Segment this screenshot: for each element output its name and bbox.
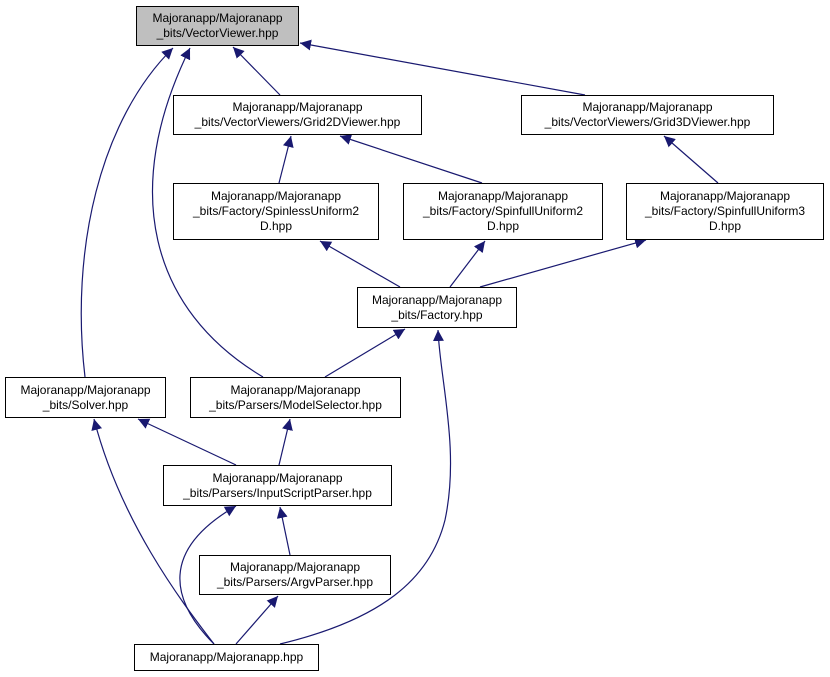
node-label-line: D.hpp [259, 219, 293, 233]
node-label-line: Majoranapp/Majoranapp [229, 560, 361, 574]
edge-majoranapp-to-argvparser [235, 595, 279, 645]
node-input-script-parser[interactable]: Majoranapp/Majoranapp_bits/Parsers/Input… [163, 465, 392, 506]
node-label-line: _bits/Factory.hpp [391, 307, 483, 322]
node-label-line: _bits/Parsers/ModelSelector.hpp [209, 397, 382, 412]
node-argv-parser[interactable]: Majoranapp/Majoranapp_bits/Parsers/ArgvP… [199, 555, 391, 595]
node-label-line: Majoranapp/Majoranapp [437, 189, 569, 203]
edge-majoranapp-to-solver [91, 418, 215, 645]
edge-factory-to-spinless2d [319, 240, 401, 288]
node-spinfull-uniform-3d[interactable]: Majoranapp/Majoranapp_bits/Factory/Spinf… [626, 183, 824, 240]
node-label-line: Majoranapp/Majoranapp [582, 100, 713, 114]
edge-argvparser-to-inputscript [276, 506, 291, 556]
edge-inputscript-to-solver [137, 418, 237, 466]
node-label-line: _bits/Parsers/ArgvParser.hpp [216, 575, 374, 589]
node-label-line: Majoranapp/Majoranapp [20, 382, 151, 397]
node-label-line: _bits/Solver.hpp [42, 397, 129, 412]
node-label-line: _bits/Factory/SpinfullUniform3 [644, 204, 806, 218]
node-label-line: _bits/Parsers/InputScriptParser.hpp [183, 485, 372, 500]
node-label-line: Majoranapp/Majoranapp.hpp [149, 650, 304, 664]
node-label-line: _bits/VectorViewer.hpp [156, 26, 279, 40]
node-factory[interactable]: Majoranapp/Majoranapp_bits/Factory.hpp [357, 287, 517, 328]
edge-spinless2d-to-grid2d [278, 135, 294, 184]
node-model-selector[interactable]: Majoranapp/Majoranapp_bits/Parsers/Model… [190, 377, 401, 418]
edge-solver-to-vectorviewer [80, 47, 174, 378]
node-label-line: Majoranapp/Majoranapp [232, 100, 363, 114]
node-label-line: Majoranapp/Majoranapp [210, 189, 342, 203]
node-label-line: _bits/VectorViewers/Grid3DViewer.hpp [544, 115, 751, 129]
node-label-line: Majoranapp/Majoranapp [659, 189, 791, 203]
node-spinless-uniform-2d[interactable]: Majoranapp/Majoranapp_bits/Factory/Spinl… [173, 183, 379, 240]
node-label-line: _bits/VectorViewers/Grid2DViewer.hpp [194, 115, 401, 129]
node-label-line: _bits/Factory/SpinfullUniform2 [422, 204, 584, 218]
node-label-line: Majoranapp/Majoranapp [212, 470, 343, 485]
node-label-line: D.hpp [486, 219, 520, 233]
node-label-line: Majoranapp/Majoranapp [152, 11, 283, 25]
edge-grid3d-to-vectorviewer [299, 39, 586, 96]
node-grid2d-viewer[interactable]: Majoranapp/Majoranapp_bits/VectorViewers… [173, 95, 422, 135]
edge-modelselector-to-vectorviewer [151, 47, 264, 378]
node-label-line: Majoranapp/Majoranapp [230, 382, 361, 397]
edge-grid2d-to-vectorviewer [232, 46, 281, 96]
edge-modelselector-to-factory [324, 328, 406, 378]
node-grid3d-viewer[interactable]: Majoranapp/Majoranapp_bits/VectorViewers… [521, 95, 774, 135]
node-label-line: Majoranapp/Majoranapp [371, 292, 503, 307]
node-label-line: D.hpp [708, 219, 742, 233]
node-label-line: _bits/Factory/SpinlessUniform2 [192, 204, 360, 218]
node-majoranapp[interactable]: Majoranapp/Majoranapp.hpp [134, 644, 319, 671]
edge-majoranapp-to-inputscript [179, 505, 237, 645]
edge-spinfull2d-to-grid2d [339, 134, 483, 184]
node-solver[interactable]: Majoranapp/Majoranapp_bits/Solver.hpp [5, 377, 166, 418]
edge-majoranapp-to-factory [279, 329, 452, 645]
edge-inputscript-to-modelselector [278, 418, 293, 466]
edge-factory-to-spinfull2d [449, 240, 486, 288]
node-spinfull-uniform-2d[interactable]: Majoranapp/Majoranapp_bits/Factory/Spinf… [403, 183, 603, 240]
edge-spinfull3d-to-grid3d [663, 135, 719, 184]
node-vectorviewer[interactable]: Majoranapp/Majoranapp_bits/VectorViewer.… [136, 6, 299, 46]
edge-factory-to-spinfull3d [479, 237, 647, 288]
